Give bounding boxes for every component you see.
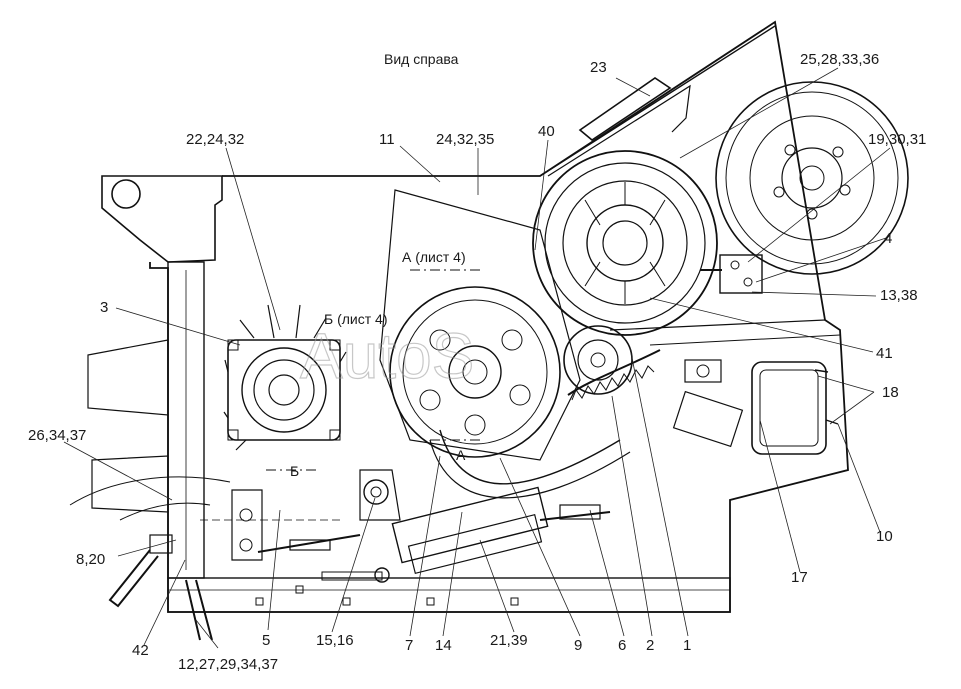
callout-26-34-37: 26,34,37 bbox=[28, 427, 86, 444]
bracket-4 bbox=[700, 254, 763, 294]
callout-labels: 23 25,28,33,36 22,24,32 11 24,32,35 40 1… bbox=[28, 51, 926, 673]
callout-5: 5 bbox=[262, 632, 270, 649]
callout-10: 10 bbox=[876, 528, 893, 545]
callout-22-24-32: 22,24,32 bbox=[186, 131, 244, 148]
callout-42: 42 bbox=[132, 642, 149, 659]
watermark-text: AutoS bbox=[300, 320, 474, 392]
callout-12-27-29-34-37: 12,27,29,34,37 bbox=[178, 656, 278, 673]
drive-wheel-25 bbox=[532, 150, 718, 336]
section-lines bbox=[200, 269, 480, 521]
callout-21-39: 21,39 bbox=[490, 632, 528, 649]
callout-13-38: 13,38 bbox=[880, 287, 918, 304]
section-label-b-top: Б (лист 4) bbox=[324, 311, 387, 327]
callout-17: 17 bbox=[791, 569, 808, 586]
callout-40: 40 bbox=[538, 123, 555, 140]
callout-18: 18 bbox=[882, 384, 899, 401]
section-label-b-bottom: Б bbox=[290, 463, 299, 479]
callout-2: 2 bbox=[646, 637, 654, 654]
callout-7: 7 bbox=[405, 637, 413, 654]
callout-14: 14 bbox=[435, 637, 452, 654]
side-plate-17 bbox=[672, 361, 839, 455]
callout-4: 4 bbox=[884, 230, 892, 247]
callout-11: 11 bbox=[379, 131, 395, 148]
section-label-a-top: А (лист 4) bbox=[402, 249, 466, 265]
lower-mechanism bbox=[231, 429, 631, 583]
beam-bolts bbox=[255, 585, 519, 606]
view-title: Вид справа bbox=[384, 51, 459, 67]
callout-9: 9 bbox=[574, 637, 582, 654]
rear-wheel bbox=[715, 81, 909, 275]
callout-6: 6 bbox=[618, 637, 626, 654]
callout-24-32-35: 24,32,35 bbox=[436, 131, 494, 148]
frame-housing bbox=[87, 20, 849, 613]
callout-8-20: 8,20 bbox=[76, 551, 105, 568]
callout-23: 23 bbox=[590, 59, 607, 76]
handle-8 bbox=[69, 476, 231, 641]
callout-1: 1 bbox=[683, 637, 691, 654]
callout-41: 41 bbox=[876, 345, 893, 362]
section-label-a-bottom: А bbox=[456, 447, 466, 463]
left-sprocket-unit bbox=[223, 304, 347, 451]
callout-19-30-31: 19,30,31 bbox=[868, 131, 926, 148]
callout-15-16: 15,16 bbox=[316, 632, 354, 649]
leader-lines bbox=[63, 67, 891, 649]
top-cover-23 bbox=[539, 25, 776, 177]
tensioner-assembly bbox=[563, 325, 722, 401]
callout-25-28-33-36: 25,28,33,36 bbox=[800, 51, 879, 68]
callout-3: 3 bbox=[100, 299, 108, 316]
central-drum bbox=[379, 189, 581, 461]
